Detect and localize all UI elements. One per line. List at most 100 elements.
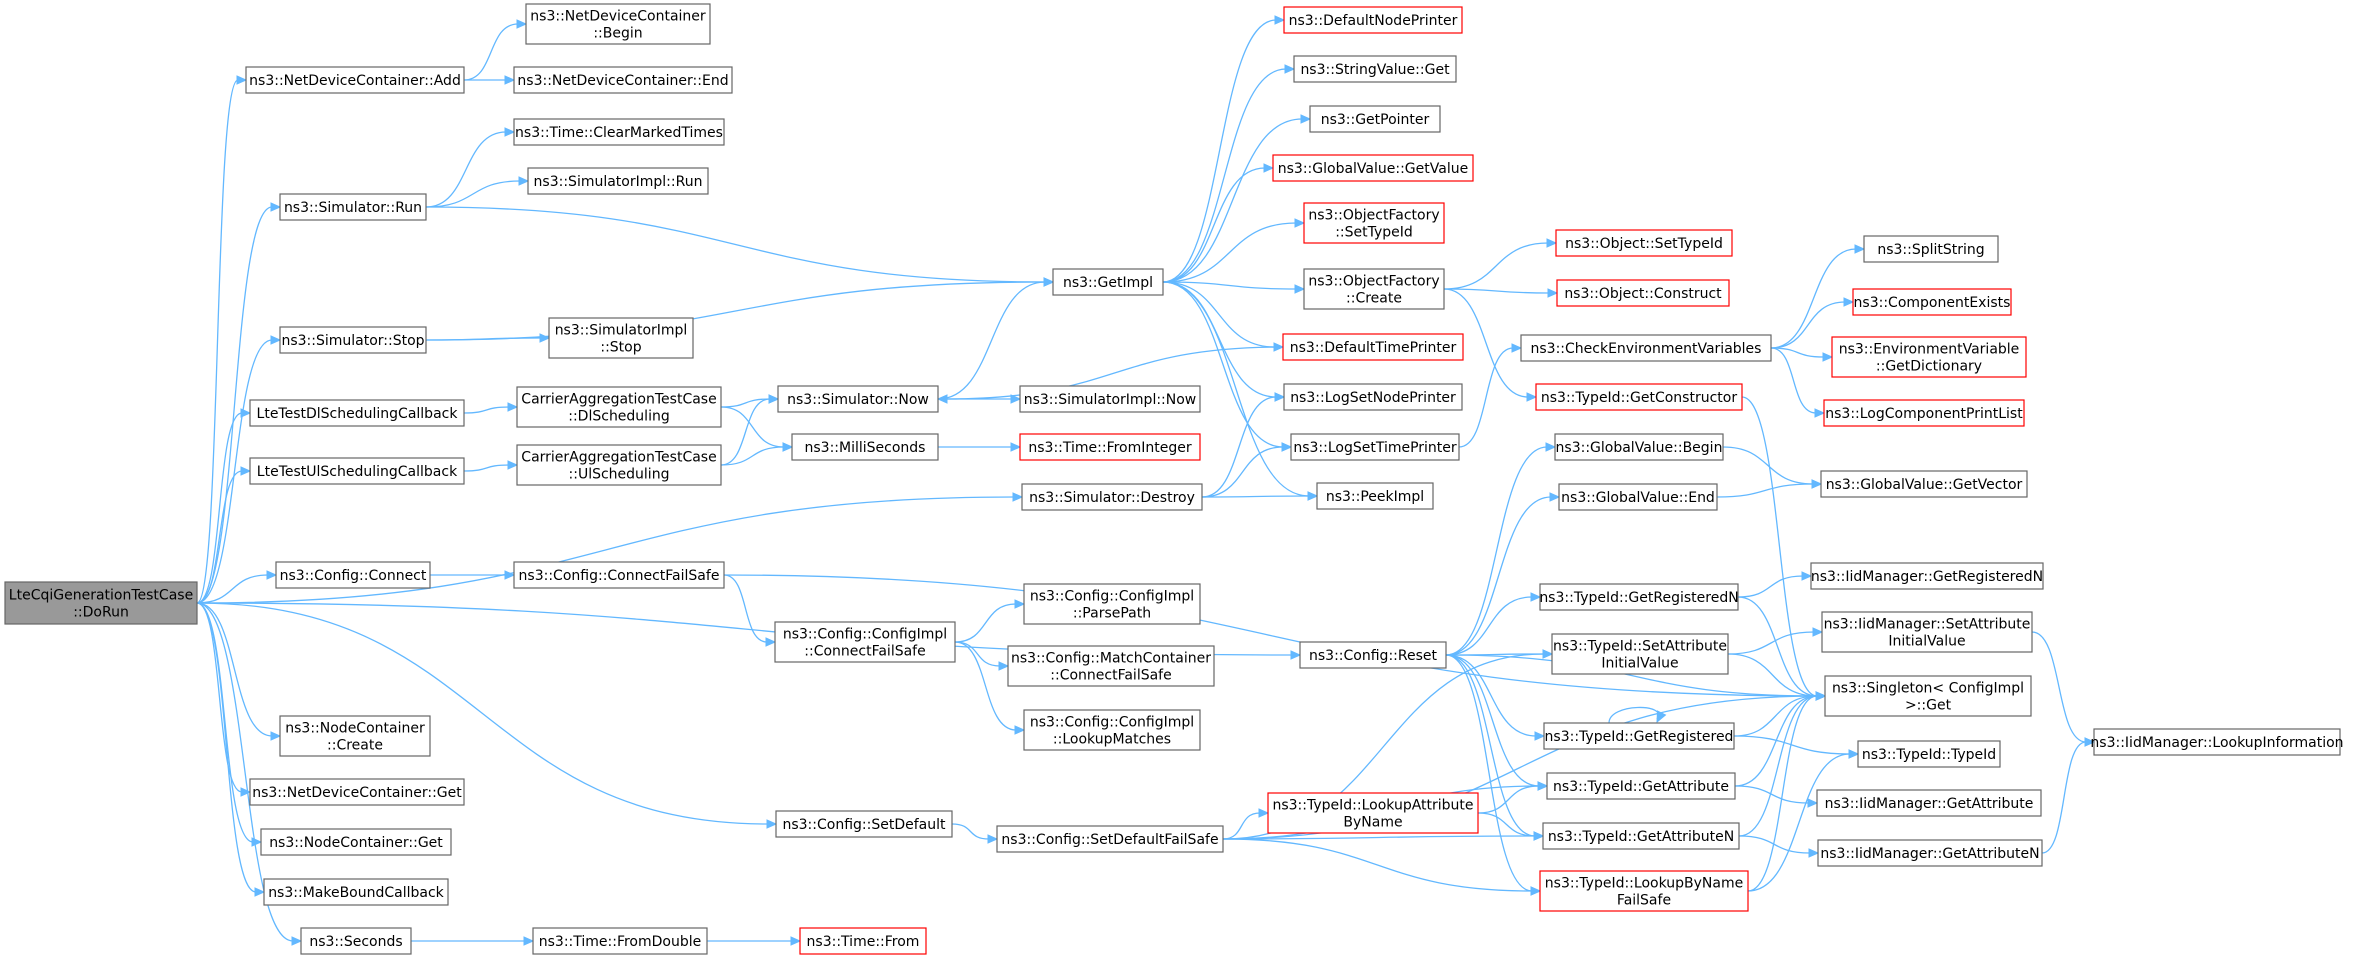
node-gvGetValue[interactable]: ns3::GlobalValue::GetValue — [1272, 154, 1474, 182]
node-ndcAdd[interactable]: ns3::NetDeviceContainer::Add — [245, 66, 465, 94]
node-label: ns3::IidManager::SetAttribute — [1824, 617, 2031, 633]
node-checkEnv[interactable]: ns3::CheckEnvironmentVariables — [1520, 334, 1772, 362]
edge-lookupAttrByName-to-getAttribute — [1477, 781, 1549, 814]
node-getPointer[interactable]: ns3::GetPointer — [1309, 105, 1441, 133]
edge-getAttribute-to-singletonGet — [1734, 691, 1827, 787]
edge-caDl-to-milli — [720, 406, 794, 452]
node-label: ns3::Config::MatchContainer — [1011, 651, 1211, 667]
node-defNodePrinter[interactable]: ns3::DefaultNodePrinter — [1283, 6, 1463, 34]
node-getRegistered[interactable]: ns3::TypeId::GetRegistered — [1543, 722, 1735, 750]
node-objConstruct[interactable]: ns3::Object::Construct — [1556, 279, 1730, 307]
node-parsePath[interactable]: ns3::Config::ConfigImpl::ParsePath — [1023, 583, 1201, 625]
edge-simRun-to-getImpl — [425, 206, 1055, 287]
edge-cfgSetDefaultFS-to-lookupByNameFS — [1222, 838, 1542, 896]
node-objSetTypeId[interactable]: ns3::Object::SetTypeId — [1555, 229, 1733, 257]
node-box — [1021, 483, 1203, 511]
node-box — [1556, 279, 1730, 307]
node-cfgSetDefaultFS[interactable]: ns3::Config::SetDefaultFailSafe — [996, 825, 1224, 853]
node-splitString[interactable]: ns3::SplitString — [1863, 235, 1999, 263]
node-box — [1293, 55, 1457, 83]
node-iidGetAttrN[interactable]: ns3::IidManager::GetAttributeN — [1817, 839, 2043, 867]
node-iidGetRegN[interactable]: ns3::IidManager::GetRegisteredN — [1810, 562, 2044, 590]
node-iidGetAttr[interactable]: ns3::IidManager::GetAttribute — [1816, 789, 2042, 817]
node-ncCreate[interactable]: ns3::NodeContainer::Create — [279, 715, 431, 757]
node-defTimePrinter[interactable]: ns3::DefaultTimePrinter — [1282, 333, 1464, 361]
node-box — [245, 66, 465, 94]
node-lteDl[interactable]: LteTestDlSchedulingCallback — [249, 399, 465, 427]
node-iidLookupInfo[interactable]: ns3::IidManager::LookupInformation — [2090, 728, 2344, 756]
node-label: LteTestDlSchedulingCallback — [257, 406, 459, 422]
node-simRun[interactable]: ns3::Simulator::Run — [279, 193, 427, 221]
node-strValGet[interactable]: ns3::StringValue::Get — [1293, 55, 1457, 83]
node-label: ::ConnectFailSafe — [804, 644, 925, 660]
node-typeIdTypeId[interactable]: ns3::TypeId::TypeId — [1857, 740, 2001, 768]
node-gvBegin[interactable]: ns3::GlobalValue::Begin — [1554, 433, 1724, 461]
node-box — [1267, 792, 1479, 834]
node-label: ns3::Simulator::Destroy — [1029, 490, 1195, 506]
node-fromDouble[interactable]: ns3::Time::FromDouble — [532, 927, 708, 955]
node-matchCFS[interactable]: ns3::Config::MatchContainer::ConnectFail… — [1007, 645, 1215, 687]
node-getAttributeN[interactable]: ns3::TypeId::GetAttributeN — [1542, 822, 1740, 850]
node-gvGetVector[interactable]: ns3::GlobalValue::GetVector — [1820, 470, 2028, 498]
node-seconds[interactable]: ns3::Seconds — [300, 927, 412, 955]
node-label: ::GetDictionary — [1876, 359, 1982, 375]
node-lteUl[interactable]: LteTestUlSchedulingCallback — [249, 457, 465, 485]
edge-root-to-seconds — [196, 602, 303, 946]
node-label: ns3::TypeId::SetAttribute — [1553, 639, 1727, 655]
node-caUl[interactable]: CarrierAggregationTestCase::UlScheduling — [516, 444, 722, 486]
node-ndcGet[interactable]: ns3::NetDeviceContainer::Get — [249, 778, 465, 806]
edge-cfgReset-to-lookupByNameFS — [1445, 654, 1542, 896]
node-ofSetTypeId[interactable]: ns3::ObjectFactory::SetTypeId — [1303, 202, 1445, 244]
node-cfgImplCFS[interactable]: ns3::Config::ConfigImpl::ConnectFailSafe — [774, 621, 956, 663]
node-cfgReset[interactable]: ns3::Config::Reset — [1299, 641, 1447, 669]
node-label: ns3::DefaultNodePrinter — [1289, 13, 1458, 29]
node-simImplRun[interactable]: ns3::SimulatorImpl::Run — [527, 167, 709, 195]
edge-getAttributeN-to-iidGetAttrN — [1738, 835, 1820, 858]
node-box — [1543, 722, 1735, 750]
node-root[interactable]: LteCqiGenerationTestCase::DoRun — [4, 581, 198, 625]
node-label: ns3::IidManager::GetRegisteredN — [1811, 569, 2043, 585]
node-ofCreate[interactable]: ns3::ObjectFactory::Create — [1303, 268, 1445, 310]
node-logCompPrint[interactable]: ns3::LogComponentPrintList — [1823, 399, 2025, 427]
node-logSetTime[interactable]: ns3::LogSetTimePrinter — [1290, 433, 1460, 461]
node-label: ns3::TypeId::LookupAttribute — [1272, 798, 1473, 814]
node-fromInt[interactable]: ns3::Time::FromInteger — [1019, 433, 1201, 461]
node-box — [1299, 641, 1447, 669]
node-compExists[interactable]: ns3::ComponentExists — [1852, 288, 2012, 316]
edge-layer — [196, 15, 2096, 946]
node-getImpl[interactable]: ns3::GetImpl — [1052, 268, 1164, 296]
node-simNow[interactable]: ns3::Simulator::Now — [777, 385, 939, 413]
node-envGetDict[interactable]: ns3::EnvironmentVariable::GetDictionary — [1831, 336, 2027, 378]
edge-simRun-to-clearMarked — [425, 127, 516, 208]
node-ncGet[interactable]: ns3::NodeContainer::Get — [260, 828, 452, 856]
node-ndcBegin[interactable]: ns3::NetDeviceContainer::Begin — [525, 3, 711, 45]
node-box — [279, 326, 427, 354]
node-cfgConnect[interactable]: ns3::Config::Connect — [275, 561, 431, 589]
node-ndcEnd[interactable]: ns3::NetDeviceContainer::End — [513, 66, 733, 94]
node-singletonGet[interactable]: ns3::Singleton< ConfigImpl>::Get — [1824, 675, 2032, 717]
node-cfgSetDefault[interactable]: ns3::Config::SetDefault — [775, 810, 953, 838]
node-gvEnd[interactable]: ns3::GlobalValue::End — [1558, 483, 1718, 511]
node-getConstructor[interactable]: ns3::TypeId::GetConstructor — [1535, 383, 1743, 411]
node-iidSetAttrInit[interactable]: ns3::IidManager::SetAttributeInitialValu… — [1821, 611, 2033, 653]
node-timeFrom[interactable]: ns3::Time::From — [799, 927, 927, 955]
node-logSetNode[interactable]: ns3::LogSetNodePrinter — [1283, 383, 1463, 411]
node-clearMarked[interactable]: ns3::Time::ClearMarkedTimes — [513, 118, 725, 146]
node-caDl[interactable]: CarrierAggregationTestCase::DlScheduling — [516, 386, 722, 428]
node-cfgConnectFS[interactable]: ns3::Config::ConnectFailSafe — [513, 561, 725, 589]
node-getRegN[interactable]: ns3::TypeId::GetRegisteredN — [1539, 583, 1739, 611]
node-simStop[interactable]: ns3::Simulator::Stop — [279, 326, 427, 354]
node-lookupMatches[interactable]: ns3::Config::ConfigImpl::LookupMatches — [1023, 709, 1201, 751]
node-milli[interactable]: ns3::MilliSeconds — [791, 433, 939, 461]
node-getAttribute[interactable]: ns3::TypeId::GetAttribute — [1546, 772, 1736, 800]
node-simImplStop[interactable]: ns3::SimulatorImpl::Stop — [548, 317, 694, 359]
node-simDestroy[interactable]: ns3::Simulator::Destroy — [1021, 483, 1203, 511]
node-simImplNow[interactable]: ns3::SimulatorImpl::Now — [1019, 385, 1201, 413]
node-peekImpl[interactable]: ns3::PeekImpl — [1316, 482, 1434, 510]
edge-getImpl-to-defTimePrinter — [1162, 281, 1285, 352]
node-layer: LteCqiGenerationTestCase::DoRunns3::NetD… — [4, 3, 2344, 955]
node-mbc[interactable]: ns3::MakeBoundCallback — [263, 878, 449, 906]
